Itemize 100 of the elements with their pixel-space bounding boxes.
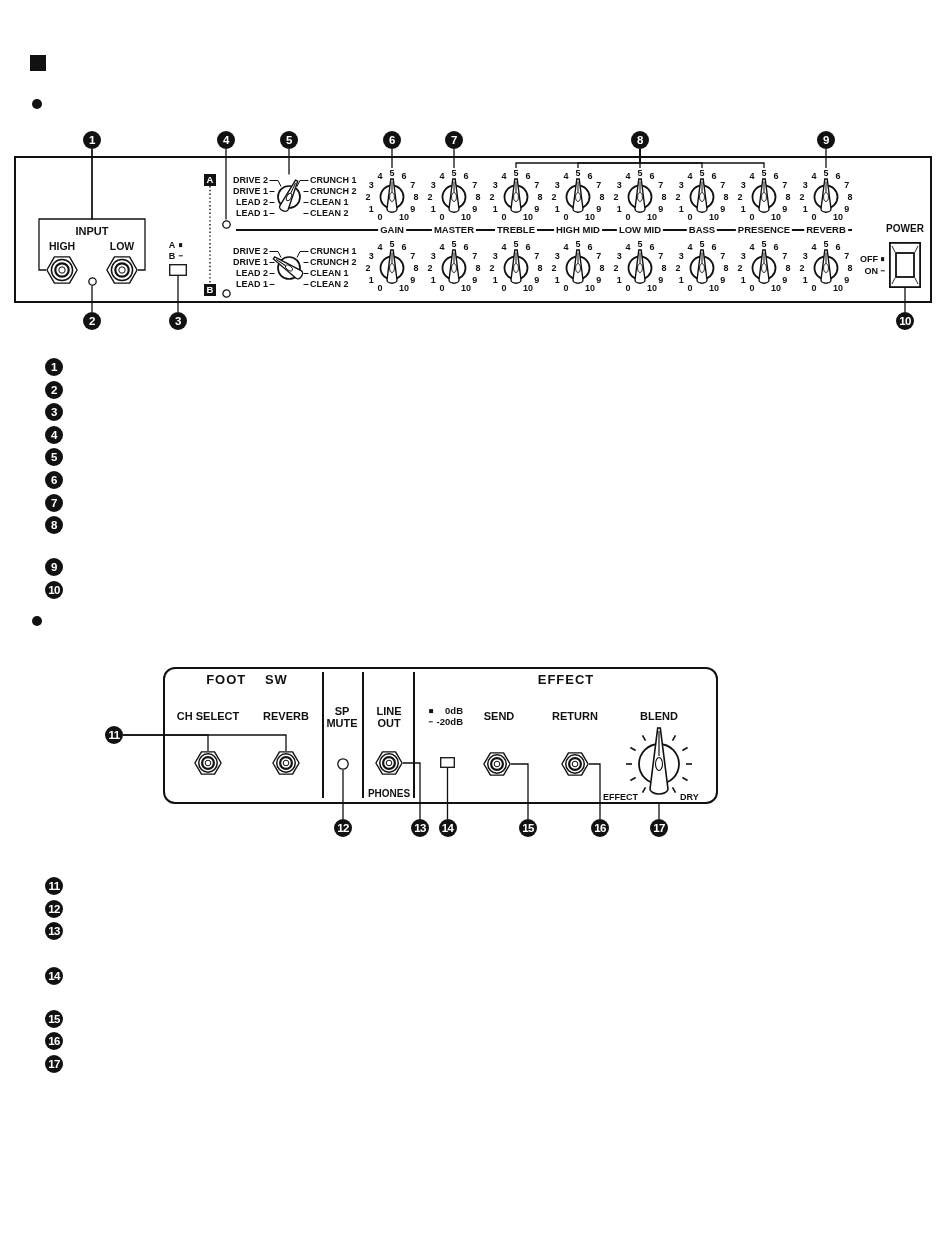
scale-number: 0 bbox=[749, 283, 755, 293]
jack-socket-icon bbox=[272, 751, 300, 775]
scale-number: 5 bbox=[513, 168, 519, 177]
scale-number: 5 bbox=[761, 239, 767, 248]
position-label: LEAD 2 bbox=[236, 197, 268, 207]
scale-number: 4 bbox=[687, 242, 693, 252]
scale-number: 8 bbox=[599, 263, 605, 272]
position-label: CRUNCH 2 bbox=[310, 186, 357, 196]
jack-socket-icon bbox=[375, 751, 403, 775]
position-label: CRUNCH 1 bbox=[310, 246, 357, 256]
scale-number: 9 bbox=[782, 275, 788, 284]
jack-socket-icon bbox=[46, 256, 78, 284]
scale-number: 9 bbox=[720, 275, 726, 284]
scale-number: 1 bbox=[368, 275, 374, 284]
scale-number: 8 bbox=[661, 263, 667, 272]
scale-number: 4 bbox=[749, 242, 755, 252]
control-label: CH SELECT bbox=[176, 709, 240, 723]
scale-number: 2 bbox=[613, 192, 619, 201]
scale-number: 1 bbox=[740, 204, 746, 213]
position-label: EFFECT bbox=[603, 791, 638, 803]
scale-number: 8 bbox=[413, 263, 419, 272]
scale-number: 4 bbox=[811, 171, 817, 181]
control-label: POWER bbox=[886, 223, 924, 235]
scale-number: 4 bbox=[625, 171, 631, 181]
position-label: CRUNCH 1 bbox=[310, 175, 357, 185]
scale-number: 5 bbox=[823, 239, 829, 248]
scale-number: 4 bbox=[563, 171, 569, 181]
scale-number: 1 bbox=[802, 204, 808, 213]
control-label: INPUT bbox=[75, 224, 109, 238]
control-label: REVERB bbox=[804, 224, 848, 236]
callout-number: 9 bbox=[45, 558, 63, 576]
callout-number: 15 bbox=[519, 819, 537, 837]
scale-number: 5 bbox=[389, 168, 395, 177]
scale-number: 6 bbox=[525, 171, 531, 181]
callout-number: 17 bbox=[650, 819, 668, 837]
scale-number: 2 bbox=[737, 192, 743, 201]
callout-number: 10 bbox=[45, 581, 63, 599]
scale-number: 10 bbox=[461, 283, 471, 293]
scale-number: 3 bbox=[368, 180, 374, 189]
leader-line bbox=[342, 769, 344, 820]
callout-number: 17 bbox=[45, 1054, 63, 1073]
scale-number: 5 bbox=[575, 168, 581, 177]
scale-number: 0 bbox=[563, 212, 569, 222]
position-label: DRY bbox=[680, 791, 699, 803]
scale-number: 3 bbox=[430, 180, 436, 189]
control-label: REVERB bbox=[263, 709, 309, 723]
callout-number: 11 bbox=[105, 726, 123, 744]
callout-number: 13 bbox=[411, 819, 429, 837]
scale-number: 9 bbox=[844, 275, 850, 284]
scale-number: 3 bbox=[802, 251, 808, 260]
callout-number: 16 bbox=[45, 1032, 63, 1050]
control-label: HIGH bbox=[48, 239, 76, 253]
scale-number: 10 bbox=[399, 283, 409, 293]
leader-line bbox=[588, 763, 601, 820]
scale-number: 4 bbox=[501, 242, 507, 252]
channel-marker: B bbox=[204, 284, 216, 296]
scale-number: 10 bbox=[709, 283, 719, 293]
scale-number: 2 bbox=[489, 192, 495, 201]
scale-number: 6 bbox=[587, 171, 593, 181]
callout-number: 1 bbox=[45, 358, 63, 376]
scale-number: 0 bbox=[439, 283, 445, 293]
callout-number: 10 bbox=[896, 312, 914, 330]
callout-number: 4 bbox=[217, 131, 235, 149]
scale-number: 7 bbox=[596, 251, 602, 260]
scale-number: 5 bbox=[637, 239, 643, 248]
scale-number: 10 bbox=[833, 212, 843, 222]
scale-number: 9 bbox=[472, 204, 478, 213]
callout-number: 5 bbox=[45, 448, 63, 466]
section-heading: EFFECT bbox=[537, 672, 595, 688]
scale-number: 10 bbox=[399, 212, 409, 222]
scale-number: 2 bbox=[675, 192, 681, 201]
scale-number: 2 bbox=[799, 263, 805, 272]
scale-number: 3 bbox=[368, 251, 374, 260]
scale-number: 7 bbox=[472, 180, 478, 189]
scale-number: 3 bbox=[616, 180, 622, 189]
dotted-line bbox=[209, 185, 211, 285]
scale-number: 5 bbox=[699, 168, 705, 177]
scale-number: 10 bbox=[523, 212, 533, 222]
control-label: GAIN bbox=[378, 224, 406, 236]
position-label: 0dB bbox=[445, 705, 463, 717]
scale-number: 6 bbox=[525, 242, 531, 252]
scale-number: 9 bbox=[534, 275, 540, 284]
scale-number: 6 bbox=[773, 171, 779, 181]
scale-number: 0 bbox=[811, 212, 817, 222]
scale-number: 1 bbox=[430, 204, 436, 213]
scale-number: 0 bbox=[687, 283, 693, 293]
scale-number: 9 bbox=[658, 275, 664, 284]
scale-number: 0 bbox=[749, 212, 755, 222]
control-label: BASS bbox=[686, 224, 718, 236]
position-label: CLEAN 2 bbox=[310, 208, 349, 218]
scale-number: 1 bbox=[554, 275, 560, 284]
position-label: ON bbox=[864, 265, 878, 277]
scale-number: 4 bbox=[439, 242, 445, 252]
scale-number: 0 bbox=[687, 212, 693, 222]
leader-line bbox=[658, 801, 660, 820]
scale-number: 3 bbox=[492, 180, 498, 189]
callout-number: 6 bbox=[383, 131, 401, 149]
callout-number: 2 bbox=[83, 312, 101, 330]
scale-number: 8 bbox=[847, 192, 853, 201]
leader-line bbox=[225, 148, 227, 221]
